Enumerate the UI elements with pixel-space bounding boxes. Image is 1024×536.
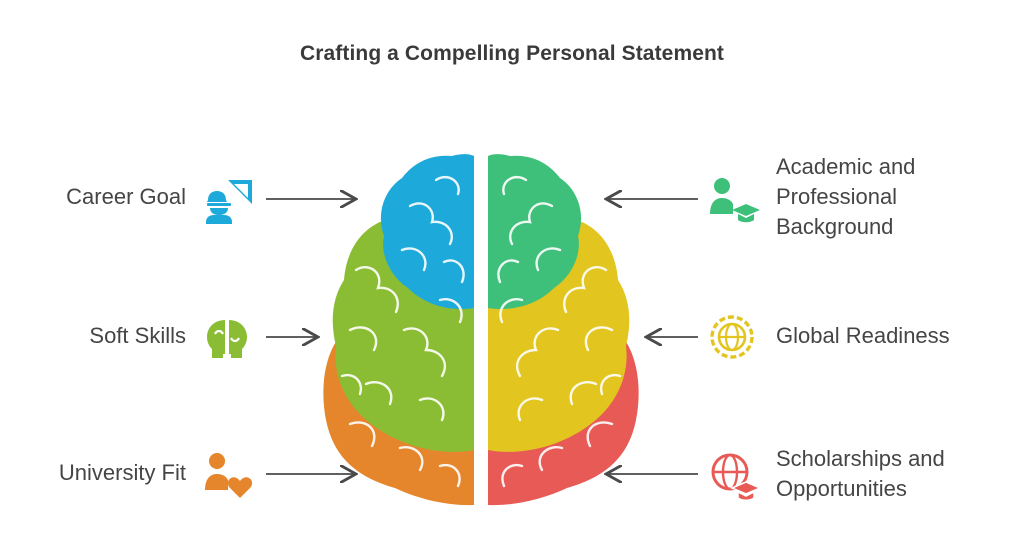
arrows — [266, 199, 698, 474]
label-academic-line-2: Professional — [776, 184, 898, 209]
label-scholarships-line-1: Scholarships and — [776, 446, 945, 471]
label-scholarships-line-2: Opportunities — [776, 476, 907, 501]
label-global-readiness: Global Readiness — [776, 321, 950, 351]
label-global-line-1: Global Readiness — [776, 323, 950, 348]
globe-graduate-icon — [711, 453, 762, 501]
label-academic-background: Academic and Professional Background — [776, 152, 915, 242]
diagram-title: Crafting a Compelling Personal Statement — [299, 42, 725, 65]
brain-left-hemisphere — [323, 154, 474, 506]
graduate-person-icon — [710, 178, 760, 223]
brain-lobe-blue — [380, 154, 474, 310]
engineer-ruler-icon — [206, 180, 252, 224]
person-heart-icon — [205, 453, 253, 498]
label-academic-line-3: Background — [776, 214, 894, 239]
brain-lobe-teal — [488, 154, 582, 310]
label-university-fit: University Fit — [58, 460, 186, 485]
label-career-goal: Career Goal — [66, 184, 186, 209]
globe-gear-icon — [710, 315, 754, 359]
label-soft-skills: Soft Skills — [89, 323, 186, 348]
two-heads-icon — [207, 320, 247, 358]
label-scholarships: Scholarships and Opportunities — [776, 444, 945, 504]
brain-right-hemisphere — [488, 154, 639, 506]
label-academic-line-1: Academic and — [776, 154, 916, 179]
